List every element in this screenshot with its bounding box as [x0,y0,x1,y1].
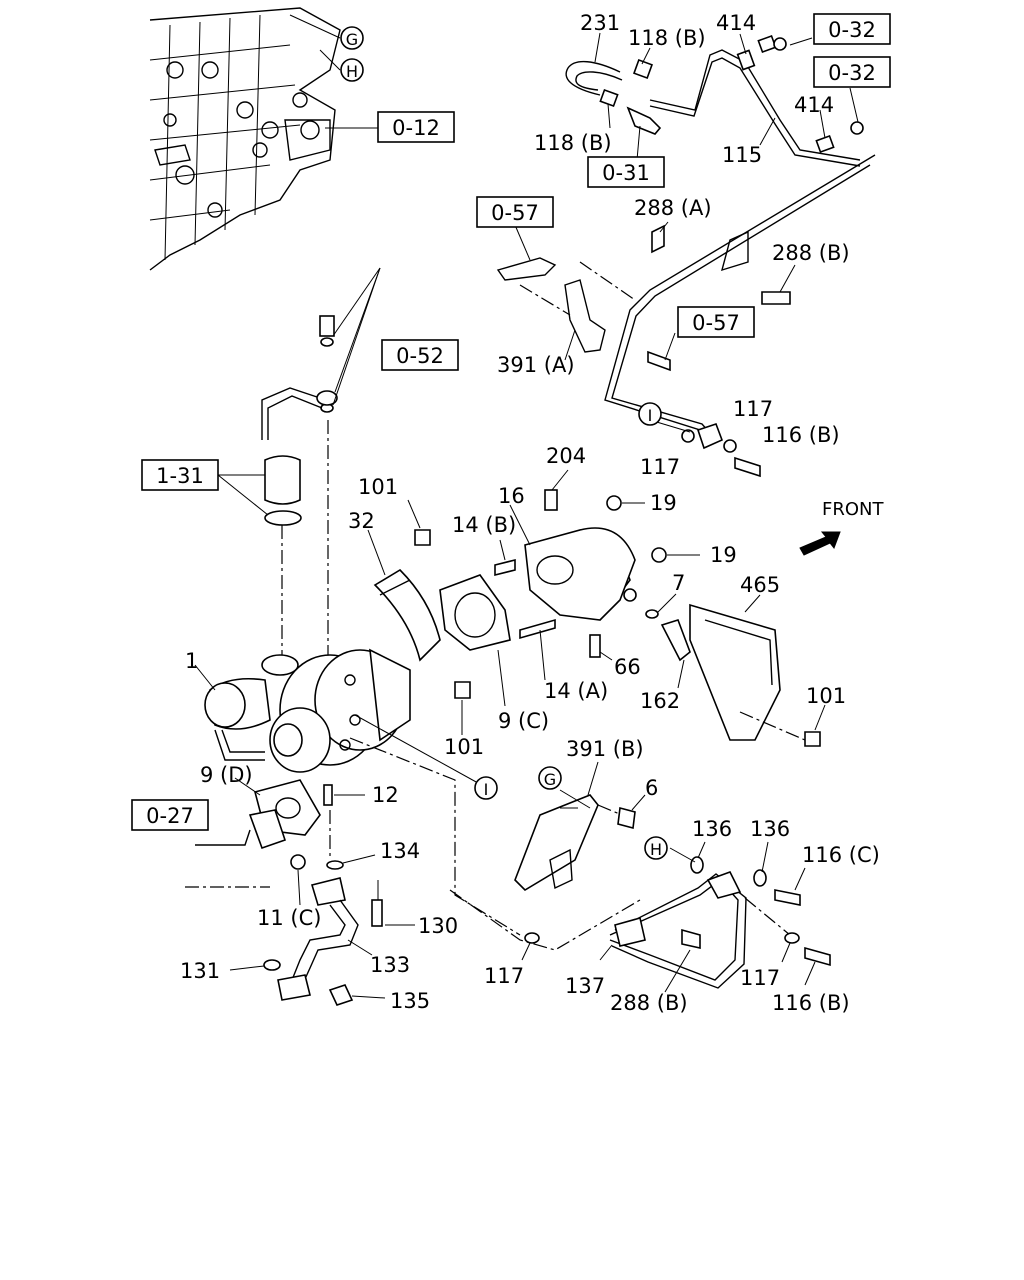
part-label: 288 (B) [772,241,850,265]
part-label: 14 (A) [544,679,608,703]
ref-box-1-31[interactable]: 1-31 [141,459,219,491]
part-label: 7 [672,571,685,595]
intake-hose [264,455,302,655]
part-label: 117 [740,966,780,990]
svg-text:I: I [484,780,489,799]
part-label: 116 (B) [762,423,840,447]
ref-box-0-31[interactable]: 0-31 [587,156,665,188]
ref-1-31-label: 1-31 [156,464,204,488]
svg-text:G: G [346,30,358,49]
part-label: 391 (B) [566,737,644,761]
part-label: 11 (C) [257,906,321,930]
part-label: 133 [370,953,410,977]
engine-block [149,7,341,271]
part-label: 135 [390,989,430,1013]
part-label: 101 [806,684,846,708]
svg-text:H: H [650,840,662,859]
marker-g-top[interactable]: G [340,26,364,50]
part-label: 131 [180,959,220,983]
svg-text:H: H [346,62,358,81]
oil-return-pipe [261,315,338,680]
marker-i-top[interactable]: I [638,402,662,426]
part-label: 465 [740,573,780,597]
part-label: 414 [794,93,834,117]
part-label: 117 [640,455,680,479]
part-label: 101 [444,735,484,759]
part-label: 9 (C) [498,709,549,733]
part-label: 162 [640,689,680,713]
front-arrow-icon [799,531,841,556]
oil-feed-pipe-assembly [496,34,876,478]
part-label: 136 [750,817,790,841]
part-label: 134 [380,839,420,863]
ref-0-57-label: 0-57 [491,201,539,225]
svg-text:I: I [648,406,653,425]
ref-box-0-57-top[interactable]: 0-57 [476,196,554,228]
ref-box-0-12[interactable]: 0-12 [377,111,455,143]
ref-0-12-label: 0-12 [392,116,440,140]
marker-i-mid[interactable]: I [474,776,498,800]
part-label: 16 [498,484,525,508]
part-label: 288 (A) [634,196,712,220]
part-label: 117 [733,397,773,421]
part-label: 101 [358,475,398,499]
part-label: 32 [348,509,375,533]
part-label: 6 [645,776,658,800]
part-label: 204 [546,444,586,468]
ref-0-32-label: 0-32 [828,18,876,42]
part-label: 231 [580,11,620,35]
part-label: 130 [418,914,458,938]
part-label: 136 [692,817,732,841]
part-label: 19 [650,491,677,515]
marker-h-bottom[interactable]: H [644,836,668,860]
front-label: FRONT [822,499,884,520]
part-label: 118 (B) [534,131,612,155]
part-label: 66 [614,655,641,679]
part-label: 12 [372,783,399,807]
ref-box-0-32-mid[interactable]: 0-32 [813,56,891,88]
part-label: 116 (B) [772,991,850,1015]
ref-box-0-52[interactable]: 0-52 [381,339,459,371]
svg-text:G: G [544,770,556,789]
ref-0-52-label: 0-52 [396,344,444,368]
ref-0-32-label: 0-32 [828,61,876,85]
part-label: 116 (C) [802,843,880,867]
part-label: 19 [710,543,737,567]
ref-box-0-57-mid[interactable]: 0-57 [677,306,755,338]
part-label: 414 [716,11,756,35]
ref-box-0-27[interactable]: 0-27 [131,799,209,831]
part-label: 9 (D) [200,763,253,787]
exhaust-elbow [524,489,637,621]
part-labels: 231 118 (B) 118 (B) 414 414 115 288 (A) … [180,11,884,1015]
turbo-oil-pipe-bottom [609,871,747,989]
marker-h-top[interactable]: H [340,58,364,82]
ref-box-0-32-top[interactable]: 0-32 [813,13,891,45]
ref-0-27-label: 0-27 [146,804,194,828]
part-label: 115 [722,143,762,167]
marker-g-bottom[interactable]: G [538,766,562,790]
part-label: 1 [185,649,198,673]
ref-0-31-label: 0-31 [602,161,650,185]
part-label: 137 [565,974,605,998]
part-label: 117 [484,964,524,988]
part-label: 118 (B) [628,26,706,50]
ref-0-57-label: 0-57 [692,311,740,335]
part-label: 391 (A) [497,353,575,377]
oil-drain-pipe [277,877,359,1001]
part-label: 288 (B) [610,991,688,1015]
turbocharger [204,648,411,773]
part-label: 14 (B) [452,513,516,537]
